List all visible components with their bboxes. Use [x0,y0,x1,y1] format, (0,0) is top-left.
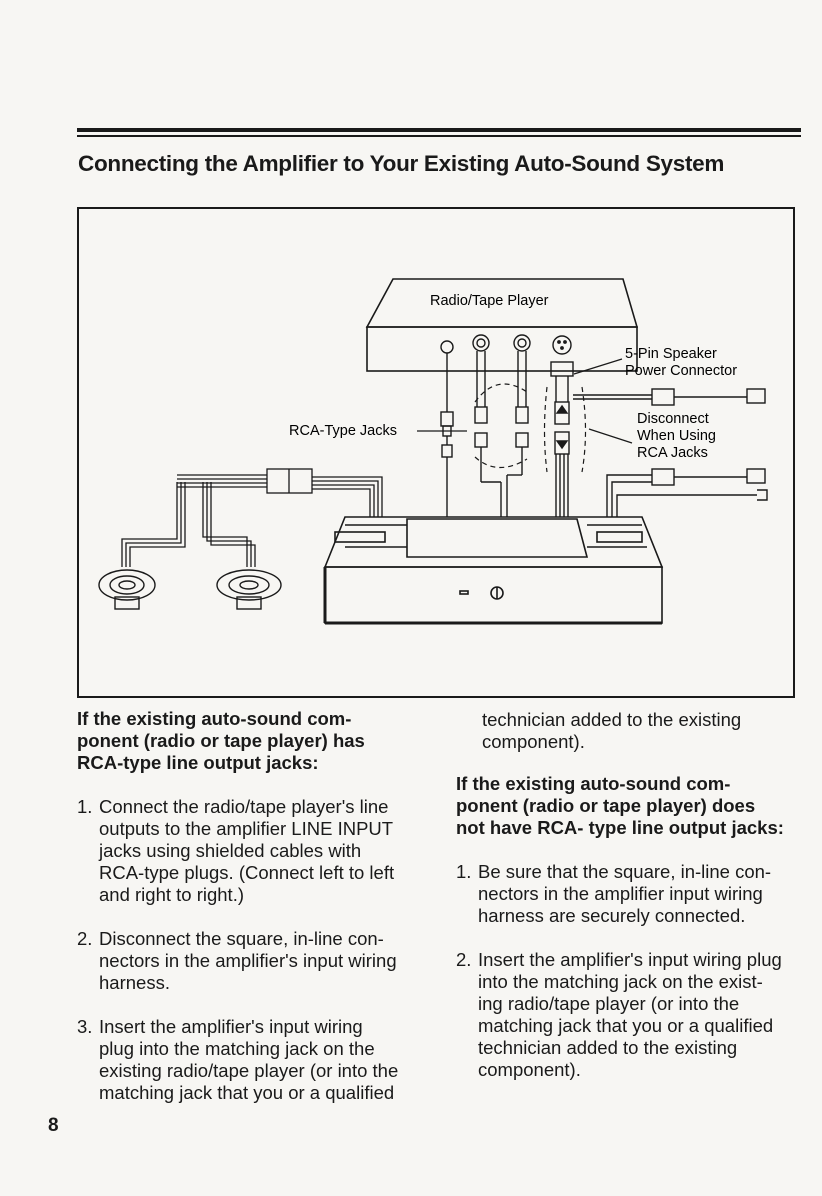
disconnect-label-2: When Using [637,428,716,444]
five-pin-connector [550,335,574,517]
section-heading: Connecting the Amplifier to Your Existin… [78,151,725,176]
speaker-output-upper [573,388,766,406]
rca-jack-right [472,334,502,517]
no-rca-steps-list: 1. Be sure that the square, in-line con-… [456,861,796,1081]
top-rule-thin [77,135,801,137]
pin-dashed-outline [543,386,587,473]
rca-jack-left [440,340,454,517]
disconnect-leader [588,428,633,444]
list-item: 3. Insert the amplifier's input wiring p… [77,1016,399,1103]
page-number: 8 [48,1115,59,1136]
connection-diagram: Radio/Tape Player [77,207,795,698]
left-column: If the existing auto-sound com- ponent (… [77,708,417,1104]
radio-label: Radio/Tape Player [430,293,549,309]
continuation-text: technician added to the existing compone… [482,709,742,752]
condition-rca-heading: If the existing auto-sound com- ponent (… [77,708,365,773]
connector-label-2: Power Connector [625,363,737,379]
rca-dashed-outline [474,383,528,469]
list-item: 1. Connect the radio/tape player's line … [77,796,395,905]
disconnect-label-3: RCA Jacks [637,445,708,461]
rca-steps-list: 1. Connect the radio/tape player's line … [77,796,417,1104]
speaker-left [98,569,156,610]
rca-label: RCA-Type Jacks [289,423,397,439]
speaker-right [216,569,282,610]
input-harness [121,468,383,567]
top-rule [77,128,801,132]
connector-leader [573,358,623,375]
rca-jack-third [506,334,531,517]
list-item: 2. Insert the amplifier's input wiring p… [456,949,782,1080]
list-item: 2. Disconnect the square, in-line con- n… [77,928,397,993]
connector-label-1: 5-Pin Speaker [625,346,717,362]
speaker-output-lower [606,468,768,517]
radio-tape-player [365,278,639,372]
diagram-frame [77,207,795,698]
amplifier [323,516,664,625]
list-item: 1. Be sure that the square, in-line con-… [456,861,772,926]
right-column: technician added to the existing compone… [456,709,796,1081]
disconnect-label-1: Disconnect [637,411,709,427]
condition-no-rca-heading: If the existing auto-sound com- ponent (… [456,773,784,838]
